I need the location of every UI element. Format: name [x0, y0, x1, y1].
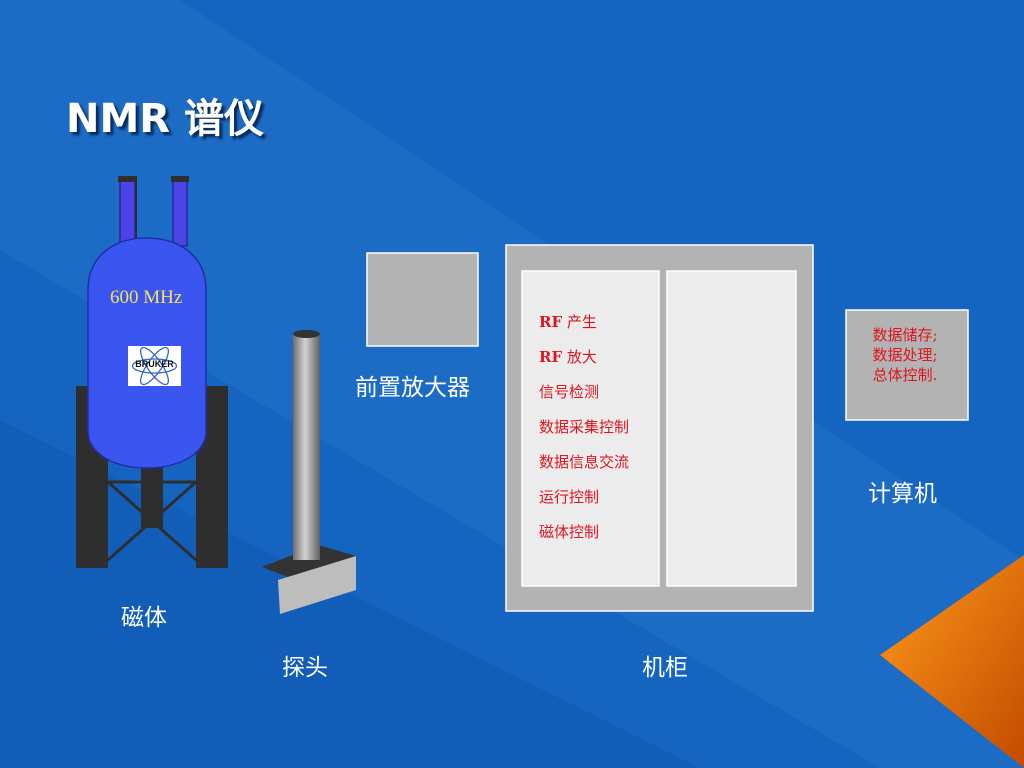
- preamp-label: 前置放大器: [355, 375, 470, 401]
- atom-icon: [131, 346, 178, 386]
- computer-function-item: 数据储存;: [872, 326, 938, 344]
- magnet-frequency-label: 600 MHz: [110, 287, 183, 308]
- cabinet-function-item: 数据信息交流: [539, 453, 630, 471]
- cabinet-function-item: 数据采集控制: [539, 418, 630, 436]
- magnet-diagram: [76, 176, 228, 568]
- cabinet-function-item: RF 放大: [539, 348, 597, 366]
- cabinet-function-item: 运行控制: [539, 488, 600, 506]
- magnet-label: 磁体: [121, 605, 167, 631]
- computer-label: 计算机: [868, 481, 937, 507]
- cabinet-label: 机柜: [642, 655, 688, 681]
- background-dark-wedge: [0, 420, 700, 768]
- probe-diagram: [262, 330, 356, 614]
- bruker-logo-text: BRUKER: [135, 359, 174, 369]
- computer-function-item: 数据处理;: [872, 346, 938, 364]
- cabinet-panel-right: [666, 270, 797, 587]
- cabinet-panel-left: [521, 270, 660, 587]
- probe-base-top: [262, 545, 356, 580]
- cabinet-function-item: 磁体控制: [539, 523, 600, 541]
- computer-functions: 数据储存; 数据处理; 总体控制.: [846, 325, 964, 385]
- probe-body: [293, 334, 320, 560]
- probe-label: 探头: [282, 655, 328, 681]
- computer-function-item: 总体控制.: [872, 366, 938, 384]
- cabinet-function-item: 信号检测: [539, 383, 600, 401]
- preamp-box: [366, 252, 479, 347]
- orange-corner-triangle: [880, 555, 1024, 768]
- magnet-post: [141, 466, 163, 528]
- probe-base-front: [278, 556, 356, 614]
- bruker-logo: BRUKER: [128, 346, 181, 386]
- computer-box: [845, 309, 969, 421]
- page-title: NMR 谱仪: [66, 96, 265, 142]
- probe-top: [293, 330, 320, 338]
- magnet-tower-right: [172, 177, 188, 247]
- magnet-tower-left: [119, 177, 136, 247]
- cabinet-function-item: RF 产生: [539, 313, 597, 331]
